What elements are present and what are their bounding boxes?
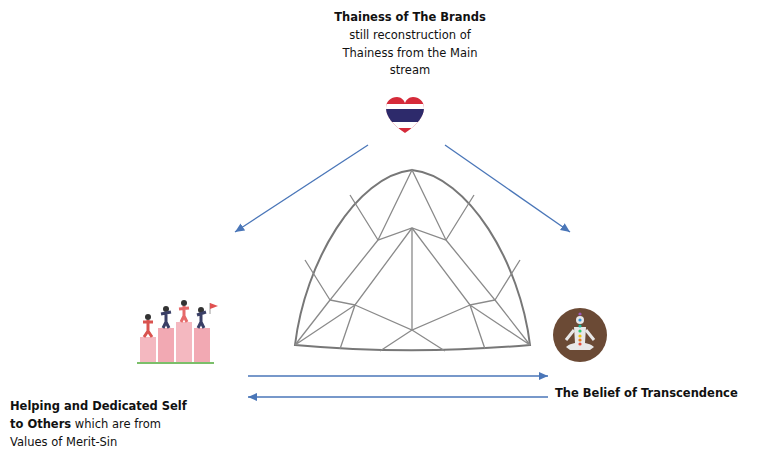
transcendence-group: The Belief of Transcendence <box>548 232 773 412</box>
heading-text: Thainess of The Brands <box>300 9 520 27</box>
label-text: The Belief of Transcendence <box>555 385 773 403</box>
body-text: still reconstruction of Thainess from th… <box>323 27 498 80</box>
label-text: Helping and Dedicated Self to Others whi… <box>10 398 200 451</box>
arrow-connector <box>445 145 570 232</box>
label-text: Thainess of The Brandsstill reconstructi… <box>300 9 520 80</box>
helping-group: Helping and Dedicated Self to Others whi… <box>5 232 248 464</box>
arrow-connector <box>235 145 368 232</box>
gem-outline <box>295 170 530 351</box>
meditation-icon <box>553 308 607 362</box>
arrow-connector <box>248 396 548 397</box>
heading-text: The Belief of Transcendence <box>555 385 773 403</box>
people-icon <box>137 300 218 363</box>
thai-flag-heart <box>384 95 426 135</box>
brand-group: Thainess of The Brandsstill reconstructi… <box>300 5 520 145</box>
arrow-connector <box>248 375 548 376</box>
